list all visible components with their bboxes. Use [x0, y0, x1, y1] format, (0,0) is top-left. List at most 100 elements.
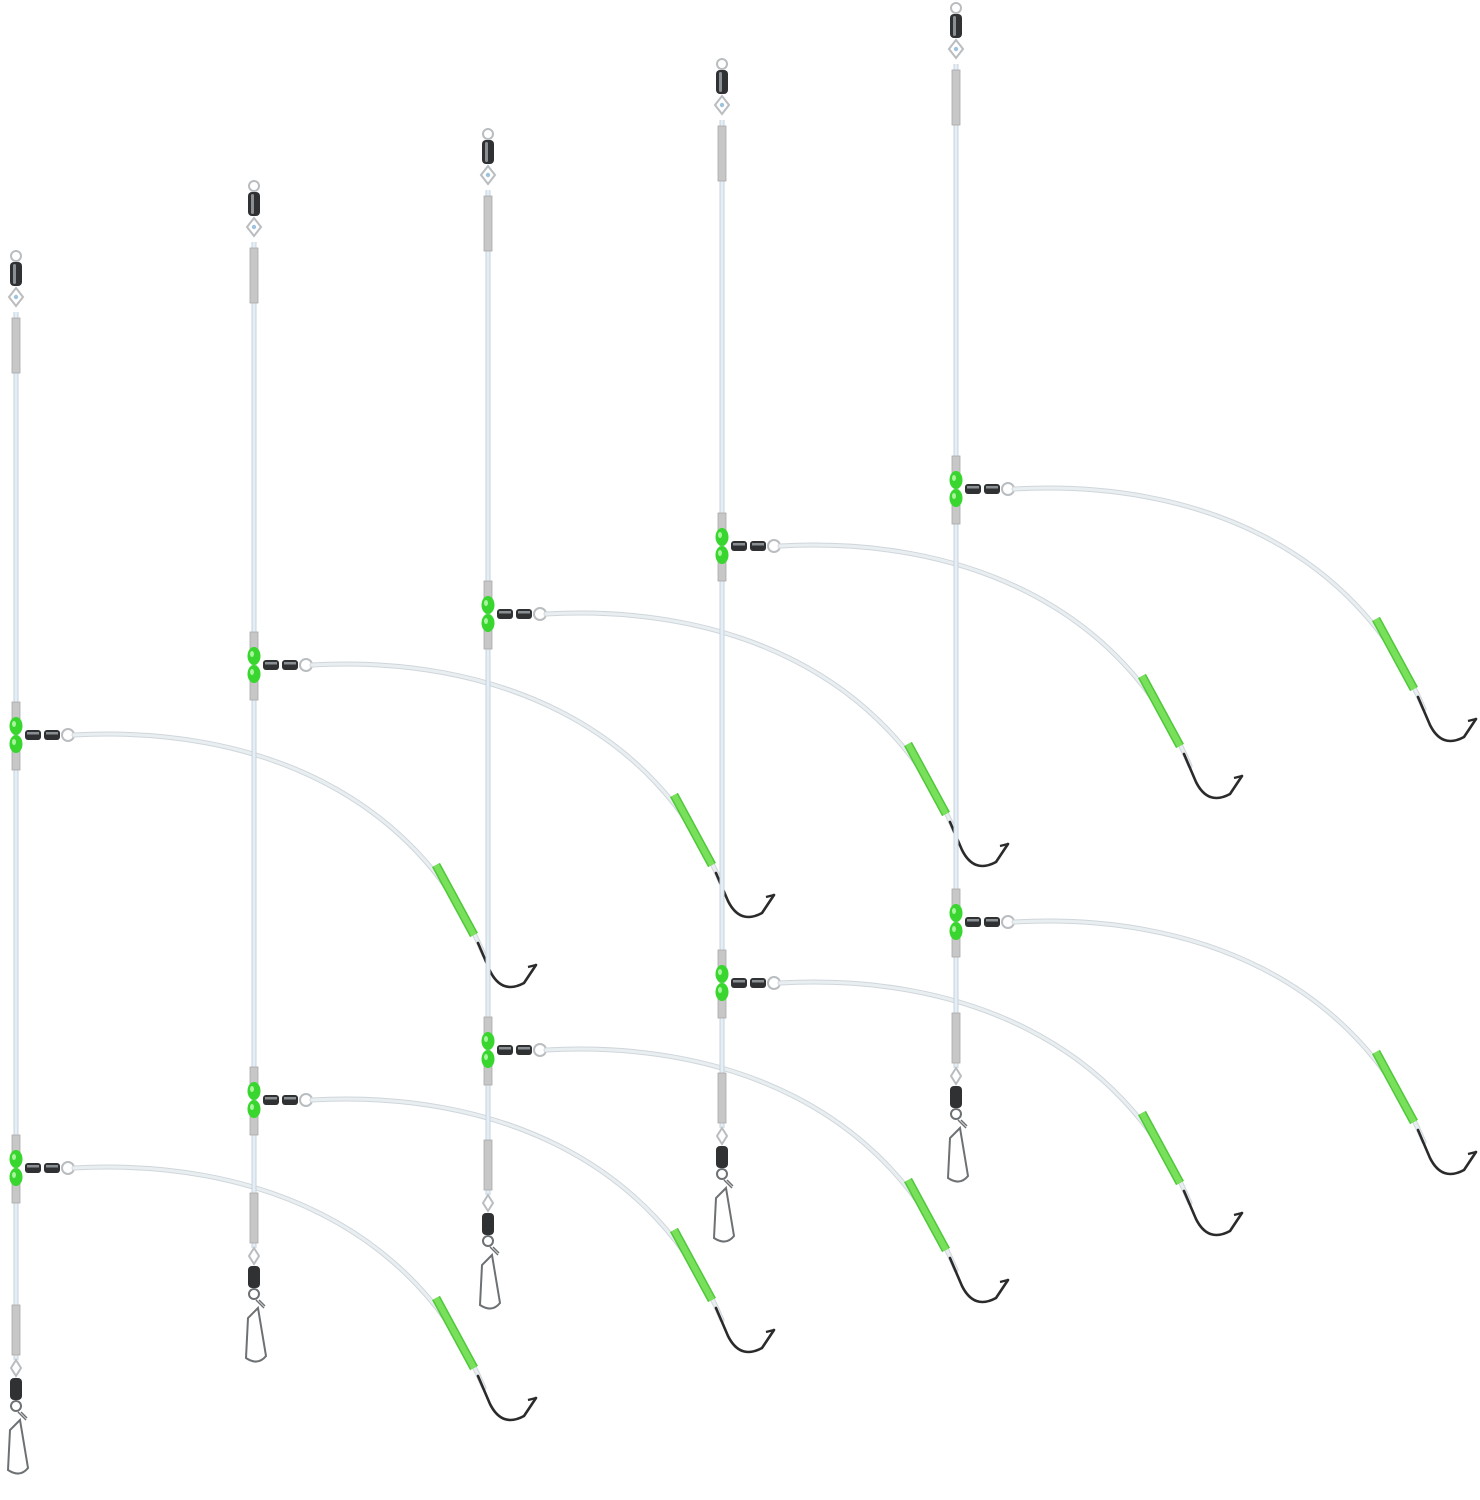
bead-highlight — [952, 926, 956, 932]
bead-highlight — [484, 1036, 488, 1042]
bottom-snap-swivel — [244, 1246, 268, 1363]
bead-upper — [247, 1082, 261, 1100]
hook-barb — [999, 842, 1009, 848]
bead-upper — [949, 471, 963, 489]
swivel-barrel-2 — [750, 978, 766, 988]
glow-tube — [1373, 617, 1417, 691]
swivel-highlight — [265, 662, 277, 665]
snap-swivel-barrel — [248, 1266, 260, 1288]
swivel-eye-bottom — [479, 164, 497, 186]
bead-highlight — [952, 475, 956, 481]
bead-highlight — [718, 969, 722, 975]
snap-clip — [478, 1252, 502, 1310]
hook — [948, 820, 1010, 868]
leader-edge — [71, 1164, 487, 1391]
snap-spring — [723, 1179, 734, 1189]
swivel-barrel-2 — [282, 1095, 298, 1105]
swivel-barrel-1 — [263, 1095, 279, 1105]
hook-barb — [1467, 717, 1477, 723]
hook — [714, 1306, 776, 1354]
bead-highlight — [250, 669, 254, 675]
bead-highlight — [484, 618, 488, 624]
bead-highlight — [718, 550, 722, 556]
hook-barb — [999, 1278, 1009, 1284]
bottom-crimp-sleeve — [11, 1304, 21, 1356]
bottom-snap-swivel — [6, 1358, 30, 1475]
swivel-eye-bottom — [245, 216, 263, 238]
swivel-highlight — [733, 543, 745, 546]
bottom-crimp-sleeve — [717, 1072, 727, 1124]
leader — [778, 543, 1192, 768]
dropper-2 — [9, 1134, 538, 1422]
snap-spring — [17, 1411, 28, 1421]
bead-lower — [949, 489, 963, 507]
swivel-highlight — [13, 264, 16, 284]
swivel-bead — [13, 294, 19, 300]
swivel-highlight — [485, 142, 488, 162]
swivel-highlight — [284, 662, 296, 665]
dropper-2 — [715, 949, 1244, 1237]
rig-2 — [244, 180, 776, 1363]
bottom-snap-swivel — [946, 1066, 970, 1183]
hook — [1416, 1128, 1478, 1176]
bead-upper — [481, 596, 495, 614]
leader — [72, 732, 486, 957]
swivel-bead — [251, 224, 257, 230]
dropper-1 — [481, 580, 1010, 868]
leader — [72, 1165, 486, 1390]
bead-upper — [481, 1032, 495, 1050]
snap-eye — [481, 1193, 495, 1213]
bead-highlight — [12, 1154, 16, 1160]
swivel-barrel-1 — [263, 660, 279, 670]
leader — [310, 662, 724, 887]
rig-5 — [946, 2, 1478, 1183]
swivel-highlight — [251, 194, 254, 214]
hook — [1182, 752, 1244, 800]
dropper-1 — [9, 701, 538, 989]
swivel-highlight — [27, 732, 39, 735]
bead-lower — [9, 735, 23, 753]
swivel-barrel-2 — [984, 917, 1000, 927]
top-crimp-sleeve — [249, 247, 259, 304]
snap-ring — [716, 1168, 728, 1180]
swivel-barrel-1 — [25, 1163, 41, 1173]
bead-lower — [715, 983, 729, 1001]
swivel-highlight — [499, 611, 511, 614]
leader-edge — [71, 731, 487, 958]
bead-lower — [9, 1168, 23, 1186]
leader — [310, 1097, 724, 1322]
swivel-barrel-2 — [44, 730, 60, 740]
dropper-2 — [481, 1016, 1010, 1304]
snap-ring — [482, 1235, 494, 1247]
bottom-crimp-sleeve — [951, 1012, 961, 1064]
swivel-eye-top — [950, 2, 962, 14]
swivel-barrel-1 — [731, 541, 747, 551]
swivel-barrel-2 — [282, 660, 298, 670]
snap-swivel-barrel — [716, 1146, 728, 1168]
bead-lower — [481, 614, 495, 632]
top-crimp-sleeve — [483, 195, 493, 252]
swivel-highlight — [265, 1097, 277, 1100]
bottom-crimp-sleeve — [249, 1192, 259, 1244]
swivel-eye-top — [482, 128, 494, 140]
bead-upper — [715, 965, 729, 983]
glow-tube — [433, 863, 477, 937]
bottom-crimp-sleeve — [483, 1139, 493, 1191]
glow-tube — [433, 1296, 477, 1370]
swivel-eye-top — [716, 58, 728, 70]
bead-upper — [9, 1150, 23, 1168]
top-swivel — [713, 58, 731, 116]
bead-lower — [949, 922, 963, 940]
leader — [544, 611, 958, 836]
swivel-eye-bottom — [947, 38, 965, 60]
snap-swivel-barrel — [482, 1213, 494, 1235]
swivel-highlight — [986, 486, 998, 489]
swivel-barrel-2 — [516, 609, 532, 619]
dropper-2 — [949, 888, 1478, 1176]
bead-highlight — [12, 721, 16, 727]
swivel-highlight — [46, 1165, 58, 1168]
glow-tube — [1139, 674, 1183, 748]
snap-clip — [6, 1417, 30, 1475]
leader-edge — [1011, 918, 1427, 1145]
